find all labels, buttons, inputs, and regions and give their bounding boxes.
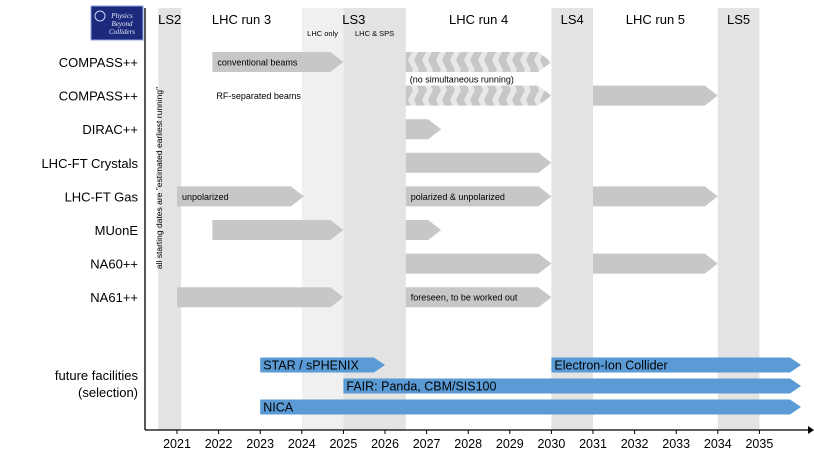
x-tick-label-2035: 2035	[745, 437, 773, 451]
ls3-sublabel-0: LHC only	[307, 29, 338, 38]
logo-ring-icon	[94, 10, 106, 22]
x-tick-label-2031: 2031	[579, 437, 607, 451]
x-tick-label-2034: 2034	[704, 437, 732, 451]
ls3-sublabel-1: LHC & SPS	[355, 29, 394, 38]
row-4-bar-0	[177, 186, 304, 207]
facility-bar-1	[551, 357, 801, 373]
x-axis-arrow-icon	[808, 426, 814, 434]
annotation-0: (no simultaneous running)	[410, 74, 514, 84]
phase-header: LS2 LHC run 3 LS3 LHC run 4 LS4 LHC run 5 LS5L…	[90, 5, 750, 269]
row-0-bar-0-label: conventional beams	[217, 58, 298, 68]
row-label-3: LHC-FT Crystals	[41, 156, 138, 171]
x-tick-label-2027: 2027	[413, 437, 441, 451]
row-label-7: NA61++	[90, 290, 138, 305]
facilities-group-label-1: (selection)	[78, 385, 138, 400]
facilities-group-label-0: future facilities	[55, 368, 139, 383]
facility-bar-3	[260, 399, 801, 415]
row-2-bar-0	[405, 119, 442, 140]
row-6-bar-1	[593, 253, 718, 274]
logo-box	[90, 5, 144, 41]
facility-label-1: Electron-Ion Collider	[554, 359, 667, 373]
logo-text-line-2: Colliders	[109, 28, 135, 36]
phase-label-ls3: LS3	[342, 12, 365, 27]
program-rows: COMPASS++conventional beamsCOMPASS++DIRA…	[41, 52, 718, 308]
x-tick-label-2028: 2028	[454, 437, 482, 451]
x-axis: 2021 2022 2023 2024 2025 2026 2027 2028 2029 2030…	[144, 8, 814, 451]
row-4-bar-0-label: unpolarized	[182, 192, 229, 202]
x-tick-label-2032: 2032	[621, 437, 649, 451]
row-7-bar-0	[177, 287, 344, 308]
facility-label-2: FAIR: Panda, CBM/SIS100	[346, 380, 496, 394]
phase-label-lhc-run-3: LHC run 3	[212, 12, 271, 27]
row-label-6: NA60++	[90, 257, 138, 272]
phase-label-ls2: LS2	[158, 12, 181, 27]
row-4-bar-2	[593, 186, 718, 207]
row-1-bar-1	[593, 85, 718, 106]
row-label-4: LHC-FT Gas	[65, 189, 139, 204]
row-7-bar-1-label: foreseen, to be worked out	[411, 293, 518, 303]
row-1-bar-0	[405, 85, 552, 106]
row-label-5: MUonE	[95, 223, 139, 238]
x-tick-label-2026: 2026	[371, 437, 399, 451]
row-5-bar-0	[212, 220, 344, 240]
row-6-bar-0	[405, 253, 552, 274]
row-label-1: COMPASS++	[59, 89, 138, 104]
row-4-bar-1-label: polarized & unpolarized	[411, 192, 505, 202]
estimated-dates-note: all starting dates are "estimated earlie…	[154, 87, 164, 269]
facility-label-0: STAR / sPHENIX	[263, 359, 359, 373]
row-3-bar-0	[405, 152, 552, 173]
x-tick-label-2021: 2021	[163, 437, 191, 451]
row-label-0: COMPASS++	[59, 55, 138, 70]
phase-label-lhc-run-4: LHC run 4	[449, 12, 508, 27]
row-0-bar-1	[405, 52, 552, 72]
phase-label-ls5: LS5	[727, 12, 750, 27]
row-7-bar-1	[405, 287, 552, 308]
x-tick-label-2022: 2022	[205, 437, 233, 451]
row-4-bar-1	[405, 186, 552, 207]
phase-label-ls4: LS4	[561, 12, 584, 27]
x-tick-label-2029: 2029	[496, 437, 524, 451]
x-tick-label-2025: 2025	[329, 437, 357, 451]
facility-rows: STAR / sPHENIX Electron-Ion ColliderFAIR:…	[55, 357, 801, 415]
x-tick-label-2023: 2023	[246, 437, 274, 451]
facility-label-3: NICA	[263, 401, 294, 415]
annotation-1: RF-separated beams	[216, 91, 301, 101]
x-tick-label-2033: 2033	[662, 437, 690, 451]
x-tick-label-2024: 2024	[288, 437, 316, 451]
logo-text-line-0: Physics	[110, 12, 133, 20]
facility-bar-0	[260, 357, 385, 373]
shutdown-band-ls2	[158, 8, 182, 430]
logo-text-line-1: Beyond	[112, 20, 133, 28]
phase-label-lhc-run-5: LHC run 5	[626, 12, 685, 27]
row-5-bar-1	[405, 220, 442, 240]
row-0-bar-0	[212, 52, 344, 72]
x-tick-label-2030: 2030	[537, 437, 565, 451]
facility-bar-2	[343, 378, 801, 394]
row-label-2: DIRAC++	[82, 122, 138, 137]
